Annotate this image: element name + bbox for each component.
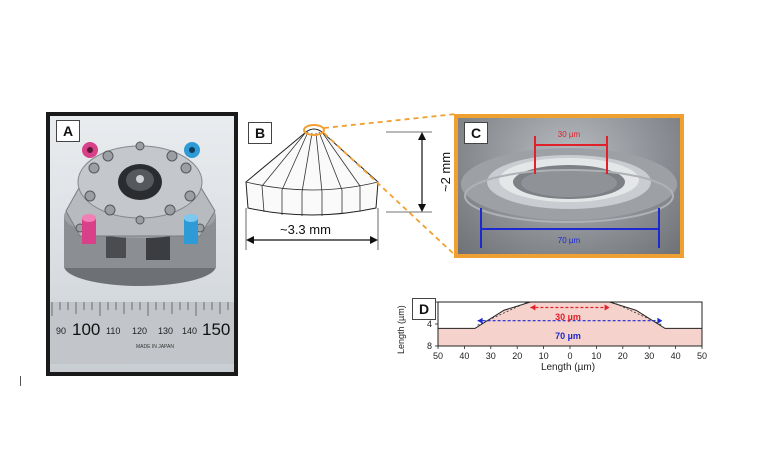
sem-outer-tick-right [658, 208, 660, 248]
ruler-tick-130: 130 [158, 326, 174, 336]
ruler-tick-90: 90 [56, 326, 67, 336]
profile-y-tick-label: 4 [427, 319, 432, 329]
callout-line-top [323, 113, 457, 129]
sem-inner-tick-right [606, 136, 608, 174]
profile-x-tick-label: 50 [433, 351, 443, 361]
sem-outer-label: 70 µm [557, 236, 581, 245]
profile-x-tick-label: 30 [486, 351, 496, 361]
height-dimension-label: ~2 mm [438, 151, 453, 192]
callout-line-bottom [323, 132, 457, 257]
profile-y-tick-label: 8 [427, 341, 432, 351]
ruler-tick-100: 100 [72, 320, 101, 339]
photo-panel-a: 90 100 110 120 130 140 150 MADE IN JAPAN… [46, 112, 238, 376]
panel-c-label: C [464, 122, 488, 144]
sem-inner-arrow [534, 144, 608, 146]
profile-chart: 504030201001020304050048 [427, 297, 707, 361]
cone-diagram [245, 113, 457, 257]
profile-x-tick-label: 30 [644, 351, 654, 361]
profile-y-axis-label: Length (µm) [396, 305, 406, 354]
profile-x-tick-label: 40 [671, 351, 681, 361]
ruler-tick-150: 150 [202, 320, 231, 339]
sem-image: 30 µm 70 µm [458, 118, 680, 254]
profile-x-tick-label: 0 [567, 351, 572, 361]
sem-drawing [461, 148, 677, 223]
device-photo-drawing [50, 141, 234, 364]
profile-x-tick-label: 10 [539, 351, 549, 361]
sem-panel-c: 30 µm 70 µm C [454, 114, 684, 258]
profile-x-tick-label: 50 [697, 351, 707, 361]
ruler-tick-140: 140 [182, 326, 198, 336]
device-photo: 90 100 110 120 130 140 150 MADE IN JAPAN [50, 116, 234, 372]
panel-a-label: A [56, 120, 80, 142]
tip-highlight [303, 124, 325, 136]
profile-inner-label: 30 µm [555, 312, 581, 322]
ruler-tick-110: 110 [106, 326, 121, 336]
sem-outer-tick-left [480, 208, 482, 248]
page-margin-tick [20, 376, 21, 386]
sem-outer-arrow [480, 228, 660, 230]
profile-outer-label: 70 µm [555, 331, 581, 341]
profile-x-axis-label: Length (µm) [540, 362, 596, 373]
width-dimension-label: ~3.3 mm [280, 222, 331, 237]
profile-x-tick-label: 10 [591, 351, 601, 361]
ruler-tick-120: 120 [132, 326, 148, 336]
ruler-maker-text: MADE IN JAPAN [136, 344, 174, 350]
sem-inner-label: 30 µm [557, 130, 581, 139]
profile-dotted-edge [477, 301, 663, 326]
profile-x-tick-label: 20 [512, 351, 522, 361]
profile-x-tick-label: 20 [618, 351, 628, 361]
profile-x-tick-label: 40 [459, 351, 469, 361]
sem-inner-tick-left [534, 136, 536, 174]
panel-b-label: B [248, 122, 272, 144]
panel-d-label: D [412, 298, 436, 320]
